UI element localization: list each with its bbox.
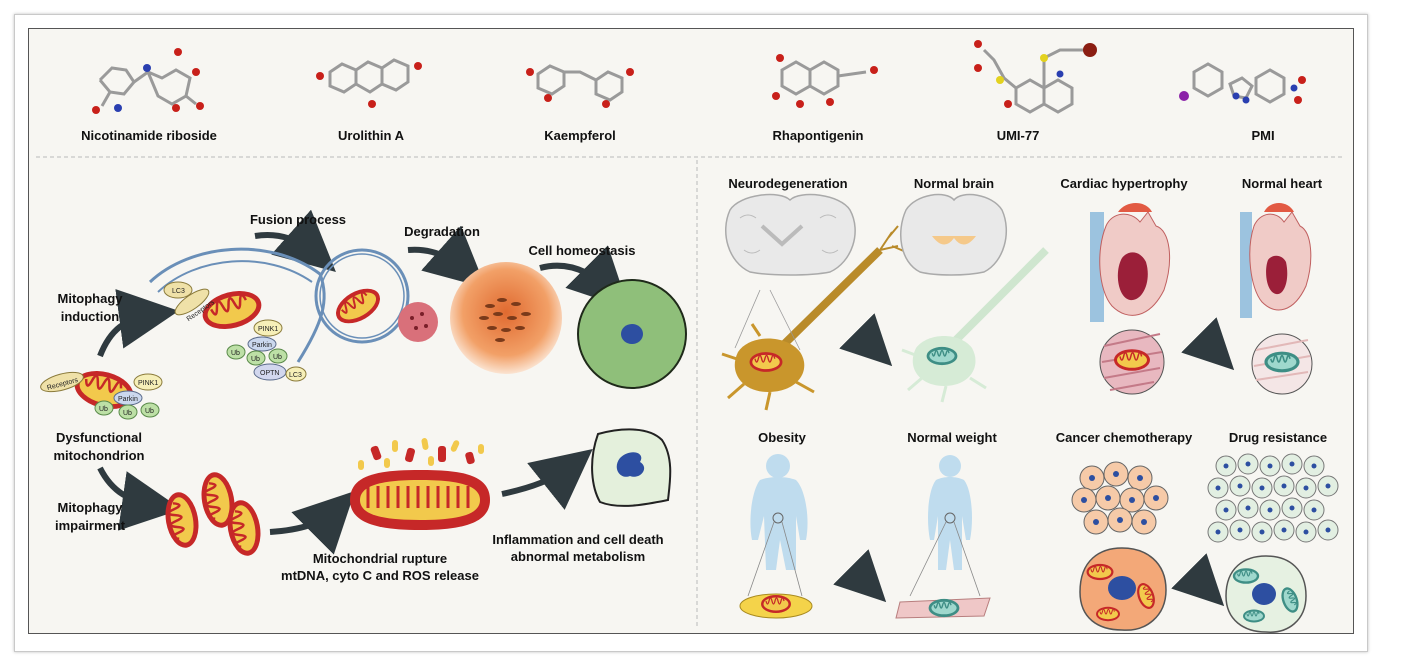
phagophore-membrane — [148, 247, 321, 284]
svg-text:Ub: Ub — [251, 356, 260, 363]
arrow-brain — [839, 313, 893, 367]
cancer-cell-cluster — [1071, 461, 1169, 535]
molecule-urolithin-a — [316, 58, 422, 108]
arrow-inflammation — [501, 449, 593, 510]
molecule-kaempferol — [526, 64, 634, 108]
tag-ub: Ub — [231, 350, 240, 357]
human-normal — [928, 455, 972, 570]
neuron-abnormal — [721, 225, 907, 411]
molecule-nicotinamide-riboside — [92, 48, 204, 114]
molecule-pmi — [1179, 62, 1306, 104]
svg-text:Ub: Ub — [123, 410, 132, 417]
arrow-induction — [97, 289, 179, 358]
adipose-normal — [895, 597, 991, 619]
human-obesity — [750, 454, 808, 570]
label-degradation: Degradation — [404, 224, 480, 239]
resistant-cell-zoom — [1225, 555, 1307, 633]
lysosome — [398, 302, 438, 342]
label-cardiac-hypertrophy: Cardiac hypertrophy — [1060, 176, 1188, 191]
tags-induction: LC3 Receptors PINK1 Parkin Ub Ub Ub OPTN… — [163, 281, 307, 382]
autophagosome — [314, 248, 410, 344]
brain-abnormal — [725, 193, 856, 276]
label-dysfunctional-mitochondrion: Dysfunctional mitochondrion — [53, 430, 145, 463]
brain-normal — [899, 193, 1007, 276]
arrow-weight — [833, 549, 887, 603]
compound-label-rhapontigenin: Rhapontigenin — [772, 128, 864, 143]
label-obesity: Obesity — [758, 430, 806, 445]
degradation-cell — [450, 262, 562, 374]
compound-label-pmi: PMI — [1251, 128, 1275, 143]
compound-label-umi-77: UMI-77 — [996, 128, 1040, 143]
label-cell-homeostasis: Cell homeostasis — [528, 243, 636, 258]
molecule-rhapontigenin — [772, 54, 878, 108]
arrow-fusion — [254, 209, 336, 272]
tag-lc3: LC3 — [172, 288, 185, 295]
tissue-normal-heart — [1251, 333, 1313, 395]
arrow-degradation — [407, 225, 486, 288]
label-drug-resistance: Drug resistance — [1228, 430, 1328, 445]
label-normal-weight: Normal weight — [907, 430, 997, 445]
svg-text:Parkin: Parkin — [118, 396, 138, 403]
compound-label-kaempferol: Kaempferol — [544, 128, 616, 143]
compound-label-nicotinamide-riboside: Nicotinamide riboside — [81, 128, 217, 143]
svg-text:Ub: Ub — [99, 406, 108, 413]
mitochondrion-impaired-1 — [160, 488, 204, 552]
heart-hypertrophy — [1090, 203, 1170, 322]
heart-normal — [1240, 203, 1312, 318]
compound-label-urolithin-a: Urolithin A — [338, 128, 404, 143]
tag-parkin: Parkin — [252, 342, 272, 349]
svg-text:LC3: LC3 — [289, 372, 302, 379]
arrow-impairment — [97, 466, 182, 531]
neuron-normal — [901, 247, 1049, 403]
svg-text:Ub: Ub — [273, 354, 282, 361]
label-normal-heart: Normal heart — [1241, 176, 1323, 191]
arrow-rupture — [269, 491, 355, 555]
label-mitophagy-impairment: Mitophagy impairment — [54, 500, 126, 533]
mitochondrion-fusion — [329, 280, 387, 332]
fragmented-nucleus — [616, 452, 645, 477]
label-cancer-chemotherapy: Cancer chemotherapy — [1055, 430, 1193, 445]
mitochondrion-ruptured — [350, 438, 490, 530]
label-mitophagy-induction: Mitophagy induction — [57, 291, 123, 324]
healthy-nucleus — [621, 324, 643, 344]
tag-pink1: PINK1 — [258, 326, 278, 333]
label-fusion-process: Fusion process — [249, 212, 347, 227]
label-mitochondrial-rupture: Mitochondrial rupture mtDNA, cyto C and … — [281, 551, 479, 583]
label-normal-brain: Normal brain — [913, 176, 995, 191]
cancer-cell-zoom — [1079, 547, 1167, 631]
svg-text:PINK1: PINK1 — [138, 380, 158, 387]
tag-optn: OPTN — [260, 370, 279, 377]
molecule-umi-77 — [974, 40, 1097, 114]
tissue-hypertrophy — [1099, 329, 1165, 395]
label-inflammation: Inflammation and cell death abnormal met… — [492, 532, 664, 564]
arrow-chemo — [1171, 553, 1225, 607]
label-neurodegeneration: Neurodegeneration — [728, 176, 848, 191]
svg-text:Ub: Ub — [145, 408, 154, 415]
arrow-heart — [1181, 317, 1235, 371]
adipose-obesity — [739, 593, 813, 619]
